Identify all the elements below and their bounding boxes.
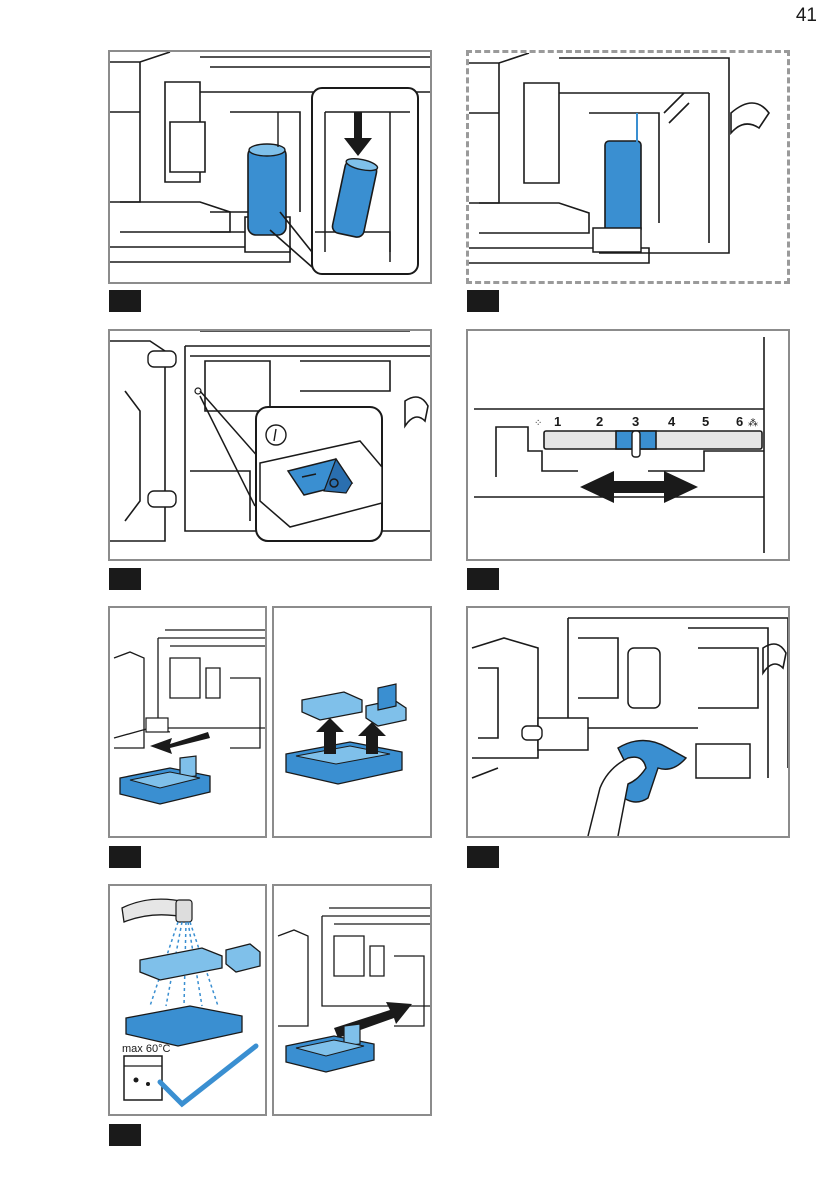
panel-wipe-interior xyxy=(466,606,790,838)
panel-filter-inserted xyxy=(466,50,790,284)
hardness-tick: 5 xyxy=(702,414,709,429)
step-marker xyxy=(467,846,499,868)
hardness-tick: 6 xyxy=(736,414,743,429)
pull-arrow-icon xyxy=(150,732,210,754)
step-marker xyxy=(109,568,141,590)
step-marker xyxy=(467,290,499,312)
water-filter-cartridge xyxy=(248,147,286,235)
check-icon xyxy=(160,1046,256,1104)
hardness-tick: 1 xyxy=(554,414,561,429)
svg-text:⁘: ⁘ xyxy=(534,418,542,429)
drip-tray-parts-icon xyxy=(286,684,406,784)
step-marker xyxy=(109,846,141,868)
hardness-tick: 4 xyxy=(668,414,676,429)
panel-power-switch xyxy=(108,329,432,561)
panel-reinsert-tray xyxy=(272,884,432,1116)
panel-lift-parts xyxy=(272,606,432,838)
double-arrow-icon xyxy=(580,471,698,503)
panel-rinse-parts: max 60°C xyxy=(108,884,267,1116)
panel-remove-drip-tray xyxy=(108,606,267,838)
panel-insert-filter xyxy=(108,50,432,284)
hardness-tick: 3 xyxy=(632,414,639,429)
svg-text:⁂: ⁂ xyxy=(748,418,758,429)
max-temperature-label: max 60°C xyxy=(122,1043,170,1055)
step-marker xyxy=(109,290,141,312)
dishwasher-icon xyxy=(124,1056,162,1100)
drip-tray-icon xyxy=(120,756,210,804)
drip-tray-icon xyxy=(126,1006,242,1046)
page-number: 41 xyxy=(796,5,817,27)
hardness-tick: 2 xyxy=(596,414,603,429)
step-marker xyxy=(467,568,499,590)
drip-tray-icon xyxy=(286,1024,374,1072)
panel-hardness-slider: ⁘ 1 2 3 4 5 6 ⁂ xyxy=(466,329,790,561)
step-marker xyxy=(109,1124,141,1146)
